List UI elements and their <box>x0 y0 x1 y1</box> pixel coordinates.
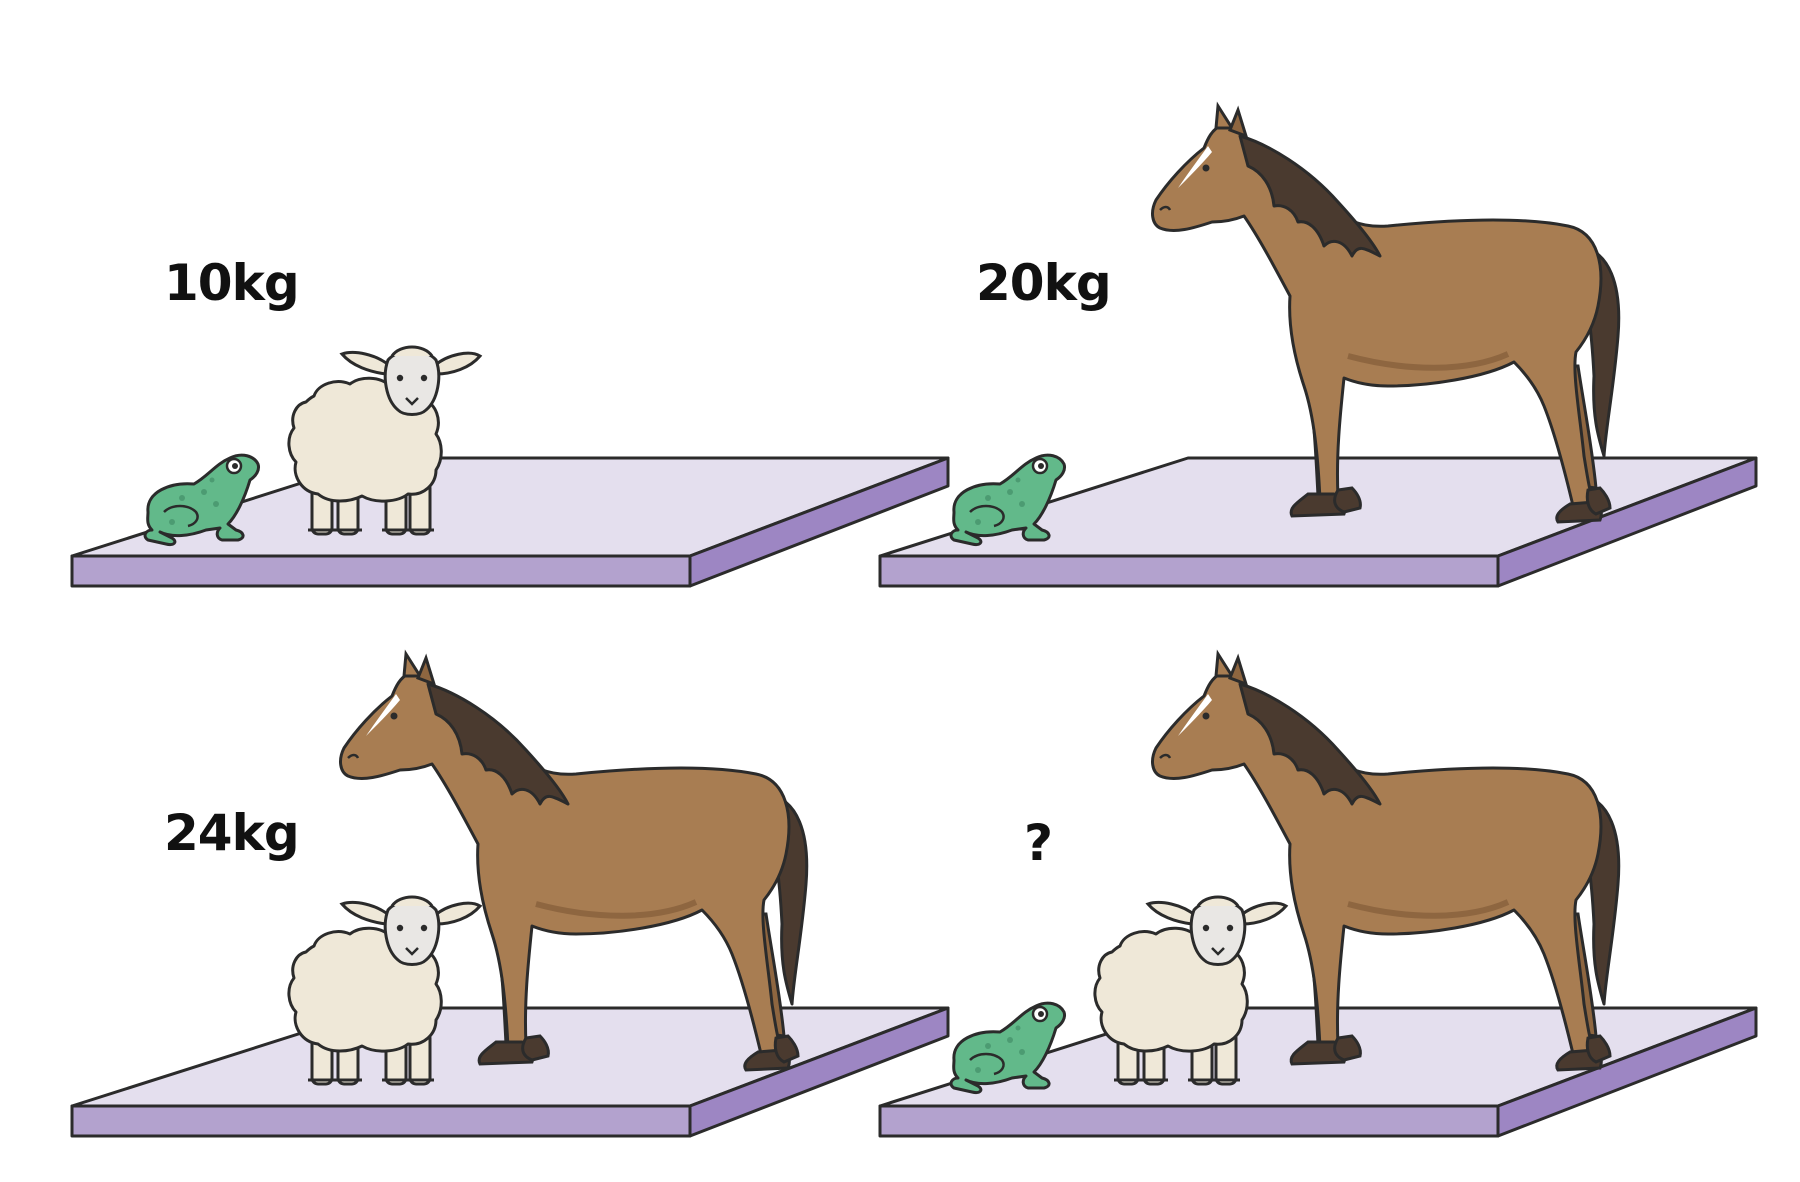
panel-4 <box>878 654 1758 1138</box>
frog-icon <box>949 1001 1067 1095</box>
weight-label-panel-3: 24kg <box>164 804 300 862</box>
panel-2 <box>878 106 1758 588</box>
frog-icon <box>949 453 1067 547</box>
weight-label-panel-2: 20kg <box>976 254 1112 312</box>
frog-icon <box>143 453 261 547</box>
weight-label-panel-4: ? <box>1024 814 1053 872</box>
weight-label-panel-1: 10kg <box>164 254 300 312</box>
panel-1 <box>70 345 950 588</box>
panel-3 <box>70 654 950 1138</box>
